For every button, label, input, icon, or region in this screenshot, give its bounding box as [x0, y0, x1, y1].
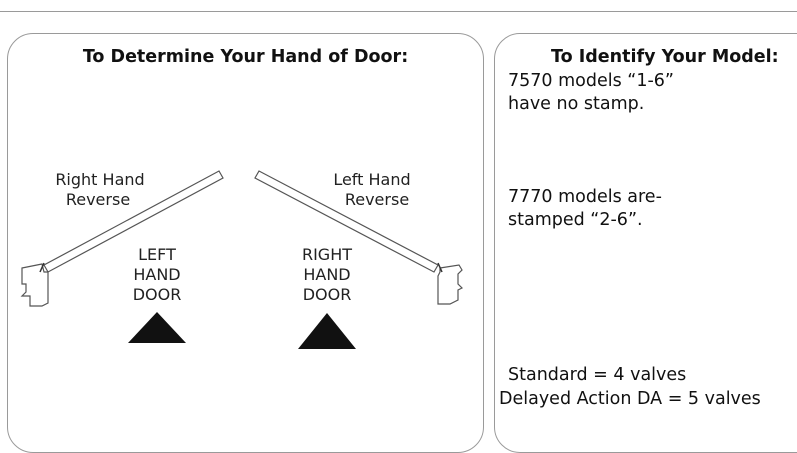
- right-hand-door-line2: HAND: [303, 265, 351, 284]
- left-hand-door-line3: DOOR: [132, 285, 182, 304]
- left-door-arm: [20, 170, 224, 307]
- left-hand-door-arrow: [128, 312, 186, 343]
- left-hand-reverse-line1: Left Hand: [333, 170, 411, 189]
- delayed-action-valves-note: Delayed Action DA = 5 valves: [499, 389, 761, 409]
- left-hand-reverse-line2: Reverse: [344, 190, 410, 209]
- door-hand-title: To Determine Your Hand of Door:: [82, 47, 409, 67]
- model-7570-line2: have no stamp.: [508, 94, 645, 114]
- model-7570-note: 7570 models “1-6” have no stamp.: [508, 70, 674, 116]
- right-door-arm: [254, 170, 464, 305]
- model-7570-line1: 7570 models “1-6”: [508, 71, 674, 91]
- model-7770-line1: 7770 models are-: [508, 187, 662, 207]
- right-hand-reverse-line1: Right Hand: [55, 170, 145, 189]
- standard-valves-note: Standard = 4 valves: [508, 365, 687, 385]
- model-7770-line2: stamped “2-6”.: [508, 210, 643, 230]
- left-hand-door-line2: HAND: [133, 265, 181, 284]
- left-hand-reverse-label: Left Hand Reverse: [316, 170, 420, 210]
- right-hand-door-arrow: [298, 313, 356, 349]
- right-hand-door-line1: RIGHT: [301, 245, 353, 264]
- left-hand-door-label: LEFT HAND DOOR: [122, 245, 192, 305]
- right-hand-reverse-label: Right Hand Reverse: [40, 170, 160, 210]
- model-id-title: To Identify Your Model:: [551, 47, 779, 67]
- model-id-panel: To Identify Your Model:: [494, 33, 797, 453]
- model-7770-note: 7770 models are- stamped “2-6”.: [508, 186, 662, 232]
- top-frame: [0, 0, 797, 12]
- right-hand-reverse-line2: Reverse: [65, 190, 131, 209]
- right-hand-door-label: RIGHT HAND DOOR: [292, 245, 362, 305]
- left-hand-door-line1: LEFT: [138, 245, 176, 264]
- right-hand-door-line3: DOOR: [302, 285, 352, 304]
